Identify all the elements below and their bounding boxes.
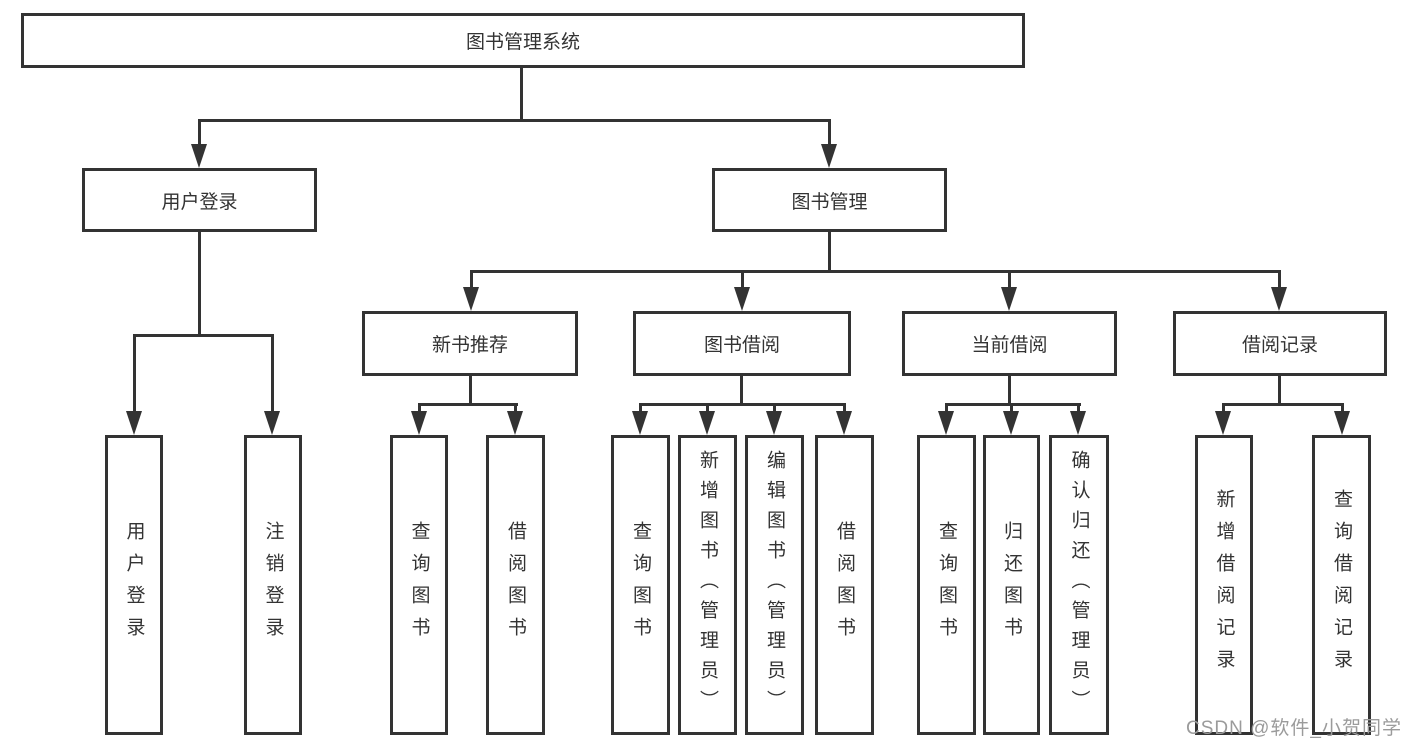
arrowhead-down <box>463 287 479 311</box>
arrowhead-down <box>264 411 280 435</box>
connector-line <box>1222 403 1225 413</box>
arrowhead-down <box>411 411 427 435</box>
node-label: 借阅图书 <box>505 521 526 649</box>
node-label: 新增借阅记录 <box>1213 489 1235 681</box>
leaf-add-book-admin: 新增图书（管理员） <box>678 435 737 735</box>
connector-line <box>1008 375 1011 406</box>
node-label: 编辑图书（管理员） <box>764 450 785 720</box>
connector-line <box>520 68 523 121</box>
node-label: 新书推荐 <box>431 335 508 356</box>
leaf-confirm-return-admin: 确认归还（管理员） <box>1049 435 1109 735</box>
connector-line <box>1278 270 1281 288</box>
leaf-logout: 注销登录 <box>244 435 302 735</box>
connector-line <box>706 403 709 413</box>
arrowhead-down <box>1070 411 1086 435</box>
node-new-book-recommend: 新书推荐 <box>362 311 578 376</box>
arrowhead-down <box>1334 411 1350 435</box>
node-label: 用户登录 <box>161 191 238 213</box>
leaf-add-borrow-record: 新增借阅记录 <box>1195 435 1253 735</box>
node-book-management: 图书管理 <box>712 168 947 232</box>
connector-line <box>418 403 421 413</box>
node-label: 图书管理系统 <box>465 32 580 53</box>
node-book-borrow: 图书借阅 <box>633 311 851 376</box>
arrowhead-down <box>836 411 852 435</box>
leaf-edit-book-admin: 编辑图书（管理员） <box>745 435 804 735</box>
connector-line <box>470 270 473 288</box>
arrowhead-down <box>734 287 750 311</box>
connector-line <box>469 375 472 406</box>
connector-line <box>828 119 831 147</box>
leaf-borrow-books: 借阅图书 <box>815 435 874 735</box>
connector-line <box>198 119 201 147</box>
node-borrow-records: 借阅记录 <box>1173 311 1387 376</box>
connector-line <box>198 119 831 122</box>
connector-line <box>1223 403 1344 406</box>
node-label: 查询图书 <box>408 521 430 649</box>
leaf-user-login: 用户登录 <box>105 435 163 735</box>
connector-line <box>133 334 136 412</box>
node-label: 图书借阅 <box>703 335 780 356</box>
node-label: 查询图书 <box>630 521 651 649</box>
arrowhead-down <box>699 411 715 435</box>
leaf-query-books-borrow: 查询图书 <box>611 435 670 735</box>
connector-line <box>1010 403 1013 413</box>
arrowhead-down <box>1001 287 1017 311</box>
node-root: 图书管理系统 <box>21 13 1025 68</box>
connector-line <box>470 270 1281 273</box>
arrowhead-down <box>191 144 207 168</box>
connector-line <box>741 270 744 288</box>
arrowhead-down <box>1215 411 1231 435</box>
node-label: 确认归还（管理员） <box>1068 450 1090 720</box>
node-label: 查询借阅记录 <box>1331 489 1352 681</box>
arrowhead-down <box>1271 287 1287 311</box>
leaf-return-book: 归还图书 <box>983 435 1040 735</box>
connector-line <box>639 403 846 406</box>
watermark-text: CSDN @软件_小贺同学 <box>1186 718 1402 739</box>
connector-line <box>945 403 948 413</box>
connector-line <box>1278 375 1281 406</box>
connector-line <box>198 231 201 336</box>
arrowhead-down <box>126 411 142 435</box>
connector-line <box>945 403 1081 406</box>
node-user-login: 用户登录 <box>82 168 317 232</box>
connector-line <box>1341 403 1344 413</box>
connector-line <box>1008 270 1011 288</box>
connector-line <box>773 403 776 413</box>
connector-line <box>271 334 274 412</box>
arrowhead-down <box>507 411 523 435</box>
node-label: 图书管理 <box>791 191 868 213</box>
leaf-query-borrow-record: 查询借阅记录 <box>1312 435 1371 735</box>
connector-line <box>514 403 517 413</box>
connector-line <box>828 231 831 272</box>
leaf-query-books-recommend: 查询图书 <box>390 435 448 735</box>
node-label: 用户登录 <box>123 521 145 649</box>
node-label: 查询图书 <box>936 521 957 649</box>
connector-line <box>133 334 274 337</box>
connector-line <box>740 375 743 406</box>
connector-line <box>418 403 518 406</box>
node-label: 归还图书 <box>1001 521 1022 649</box>
arrowhead-down <box>632 411 648 435</box>
connector-line <box>843 403 846 413</box>
node-current-borrow: 当前借阅 <box>902 311 1117 376</box>
arrowhead-down <box>821 144 837 168</box>
connector-line <box>639 403 642 413</box>
connector-line <box>1077 403 1080 413</box>
node-label: 当前借阅 <box>971 335 1048 356</box>
arrowhead-down <box>938 411 954 435</box>
leaf-query-books-current: 查询图书 <box>917 435 976 735</box>
arrowhead-down <box>1003 411 1019 435</box>
node-label: 新增图书（管理员） <box>697 450 718 720</box>
node-label: 注销登录 <box>262 521 284 649</box>
node-label: 借阅记录 <box>1241 335 1318 356</box>
node-label: 借阅图书 <box>834 521 855 649</box>
arrowhead-down <box>766 411 782 435</box>
leaf-borrow-books-recommend: 借阅图书 <box>486 435 545 735</box>
